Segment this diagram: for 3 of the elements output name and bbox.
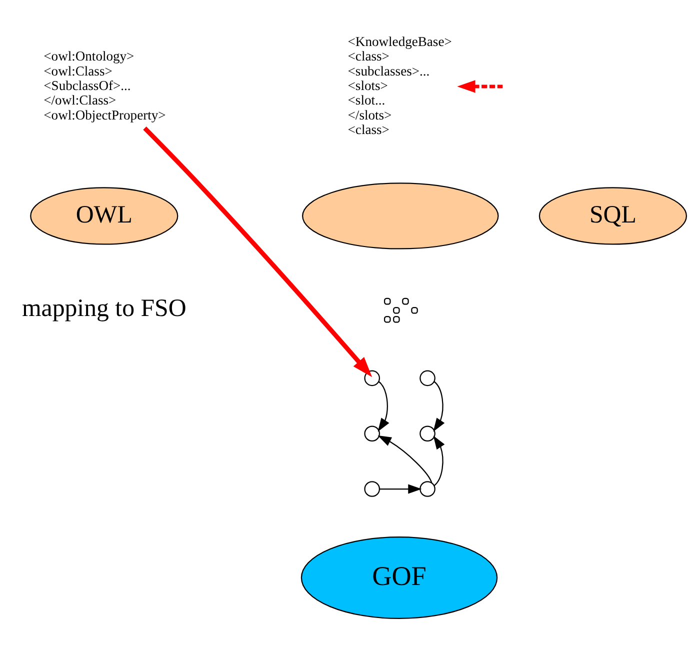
node-text: <owl:Ontology> <owl:Class> <SubclassOf>... </owl:Class> <owl:ObjectProperty> [44, 48, 166, 122]
node-text: <KnowledgeBase> <class> <subclasses>... <slots> <slot... </slots> <class> [348, 34, 452, 138]
label: mapping to FSO [22, 295, 186, 322]
